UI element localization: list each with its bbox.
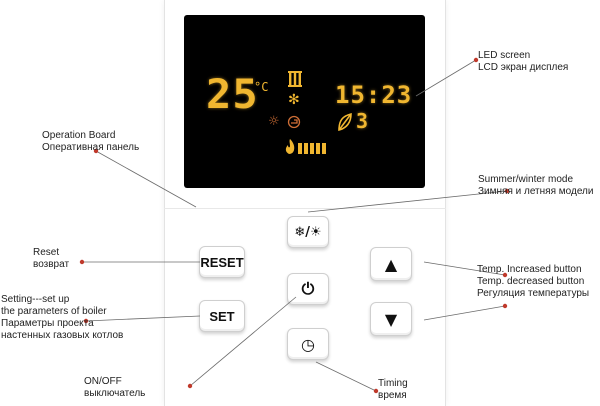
set-button[interactable]: SET bbox=[199, 300, 245, 332]
clock-icon: ◷ bbox=[301, 334, 315, 354]
label-on-off: ON/OFF выключатель bbox=[84, 376, 146, 399]
mode-leaf-icon bbox=[338, 112, 352, 132]
arrow-down-icon: ▼ bbox=[384, 309, 398, 329]
clock-display: 15:23 bbox=[335, 81, 413, 109]
timer-button[interactable]: ◷ bbox=[287, 328, 329, 360]
lcd-screen: 25 °C ✻ ☼ 15:23 3 bbox=[184, 15, 425, 188]
snowflake-sun-icon: ❄/☀ bbox=[294, 224, 322, 240]
temperature-unit: °C bbox=[254, 80, 269, 94]
power-button[interactable]: ⏻ bbox=[287, 273, 329, 305]
tap-icon bbox=[287, 115, 301, 129]
mode-digit: 3 bbox=[356, 109, 369, 133]
arrow-up-icon: ▲ bbox=[384, 254, 398, 274]
label-led-screen: LED screen LCD экран дисплея bbox=[478, 50, 569, 73]
power-icon: ⏻ bbox=[301, 279, 315, 298]
label-summer-winter: Summer/winter mode Зимняя и летняя модел… bbox=[478, 174, 594, 197]
sun-icon: ☼ bbox=[268, 114, 280, 129]
temp-down-button[interactable]: ▼ bbox=[370, 302, 412, 336]
label-timing: Timing время bbox=[378, 378, 408, 401]
temperature-display: 25 bbox=[206, 72, 259, 118]
flame-level-indicator bbox=[285, 139, 326, 154]
label-setting: Setting---set up the parameters of boile… bbox=[1, 294, 124, 341]
snowflake-icon: ✻ bbox=[288, 92, 300, 108]
flame-icon bbox=[285, 139, 295, 154]
summer-winter-button[interactable]: ❄/☀ bbox=[287, 216, 329, 248]
set-button-label: SET bbox=[209, 308, 235, 324]
label-temperature: Temp. Increased button Temp. decreased b… bbox=[477, 264, 590, 299]
level-bars-icon bbox=[298, 143, 326, 154]
reset-button[interactable]: RESET bbox=[199, 246, 245, 278]
temp-up-button[interactable]: ▲ bbox=[370, 247, 412, 281]
label-reset: Reset возврат bbox=[33, 247, 70, 270]
radiator-icon bbox=[288, 71, 302, 87]
panel-divider bbox=[164, 208, 446, 209]
reset-button-label: RESET bbox=[200, 254, 244, 270]
label-operation-board: Operation Board Оперативная панель bbox=[42, 130, 140, 153]
